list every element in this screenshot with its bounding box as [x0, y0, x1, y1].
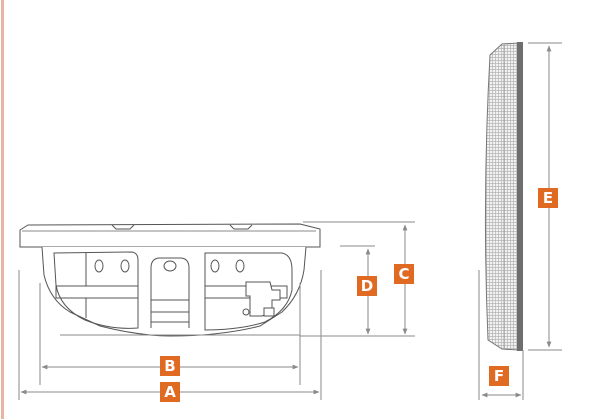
dimension-label-a: A [160, 382, 180, 402]
speaker-side-view [484, 42, 523, 351]
dimension-label-e: E [538, 188, 558, 208]
dimension-label-f: F [489, 366, 509, 386]
speaker-front-view [19, 223, 321, 337]
dimension-label-d: D [357, 276, 377, 296]
page-border-rule [1, 0, 4, 419]
dimension-label-c: C [394, 264, 414, 284]
dimension-label-b: B [160, 356, 180, 376]
